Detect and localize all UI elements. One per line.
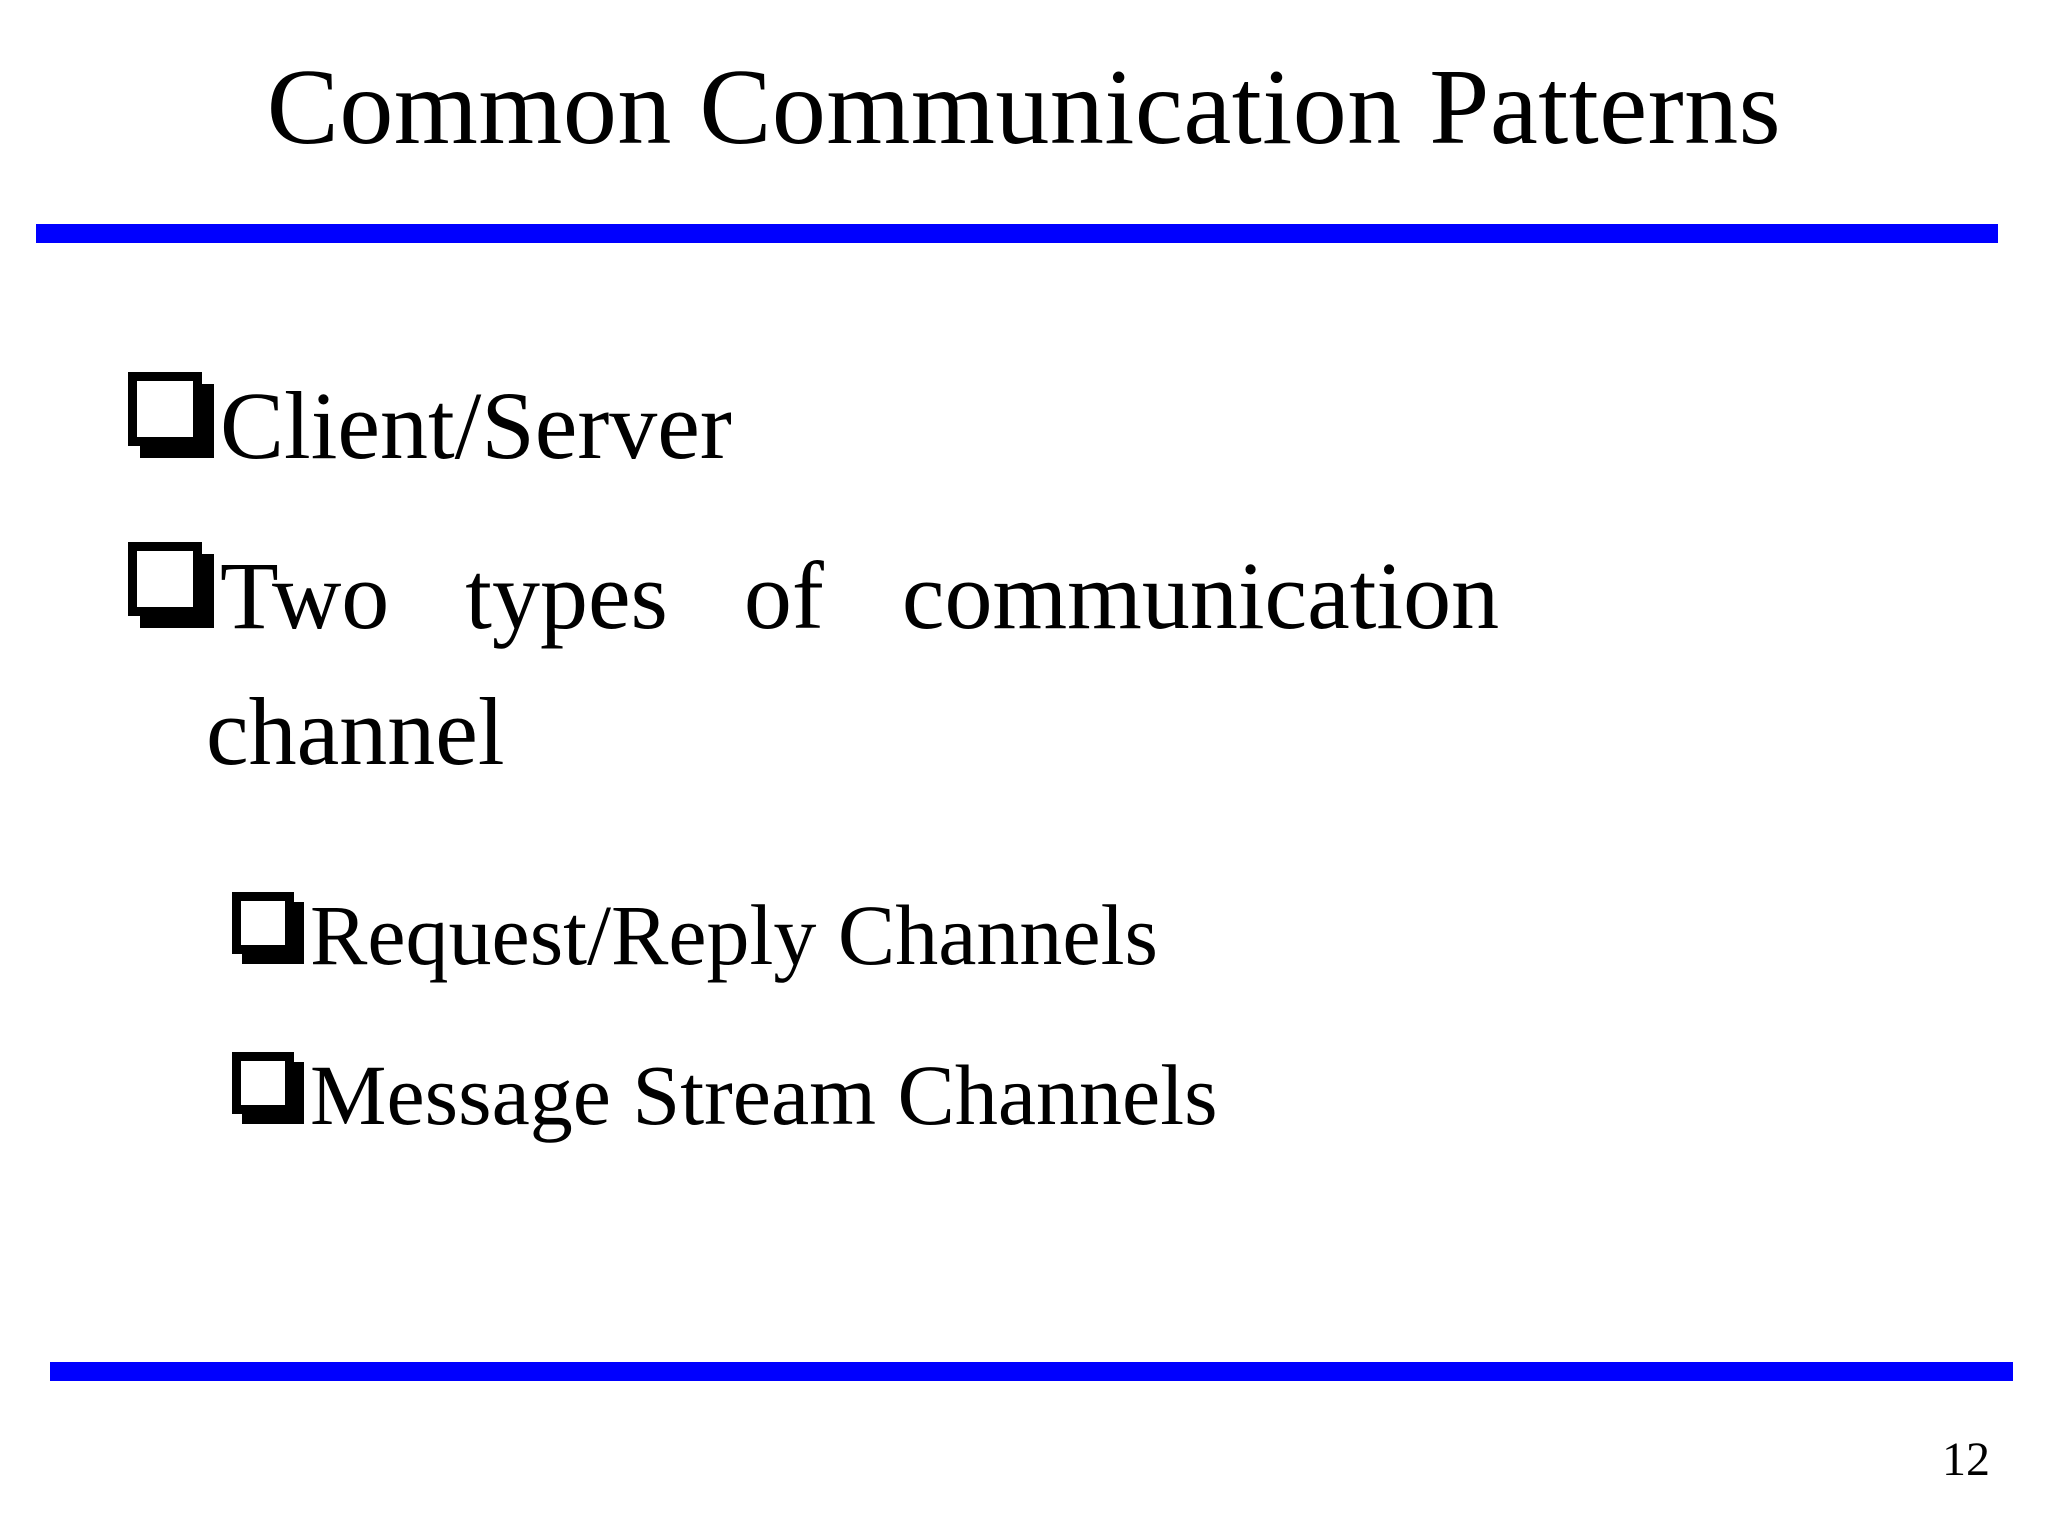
list-item-word: channel — [206, 678, 505, 785]
list-item: Message Stream Channels — [232, 1052, 1932, 1138]
list-item-word: of — [743, 542, 824, 649]
shadowed-square-bullet-icon — [232, 1052, 304, 1138]
shadowed-square-bullet-icon — [128, 372, 214, 474]
list-item-label: Request/Reply Channels — [310, 887, 1158, 983]
shadowed-square-bullet-icon — [128, 542, 214, 644]
page-number: 12 — [1942, 1433, 1990, 1486]
list-item-word: types — [465, 542, 668, 649]
bottom-divider-rule — [50, 1362, 2013, 1381]
list-item-word: Two — [220, 542, 390, 649]
list-item-label: Client/Server — [220, 372, 732, 479]
list-item-label: Message Stream Channels — [310, 1047, 1218, 1143]
list-item: Client/Server — [128, 372, 1928, 474]
title-block: Common Communication Patterns — [0, 28, 2048, 188]
top-divider-rule — [36, 224, 1998, 243]
shadowed-square-bullet-icon — [232, 892, 304, 978]
list-item-word: communication — [901, 542, 1500, 649]
list-item: Request/Reply Channels — [232, 892, 1932, 978]
page-title: Common Communication Patterns — [266, 48, 1782, 168]
